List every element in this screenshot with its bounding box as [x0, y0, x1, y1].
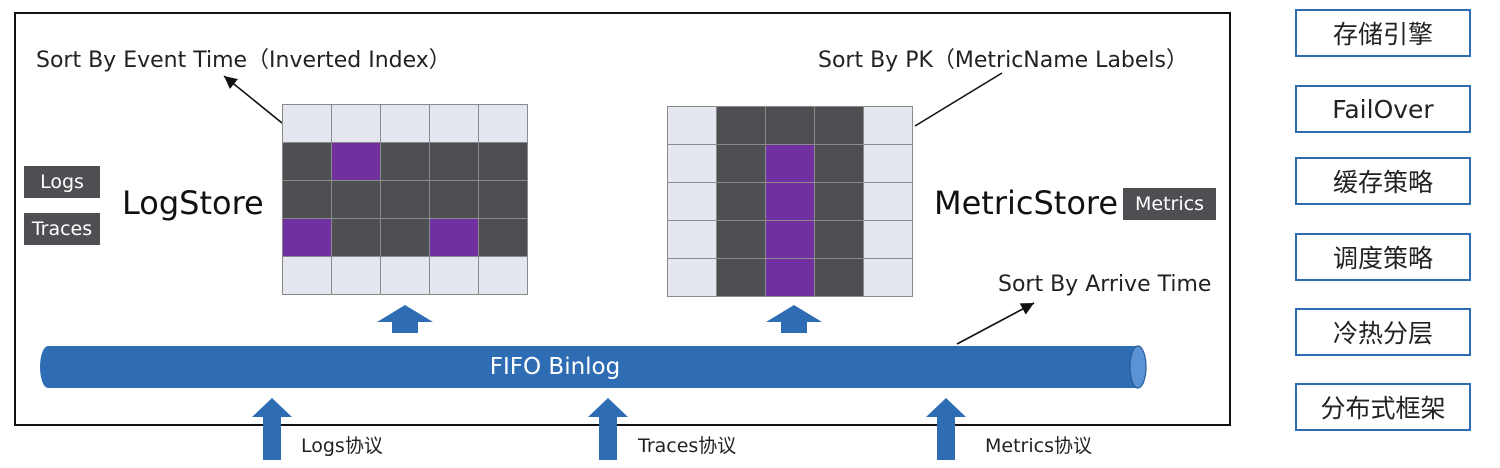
logstore-grid	[282, 104, 528, 295]
metricstore-cell-dark	[815, 183, 864, 221]
traces-protocol-label: Traces协议	[638, 435, 737, 457]
failover-button[interactable]: FailOver	[1295, 85, 1471, 133]
metricstore-cell-light	[864, 183, 913, 221]
metricstore-cell-light	[668, 145, 717, 183]
logstore-cell-light	[283, 105, 332, 143]
logstore-cell-purple	[332, 143, 381, 181]
metricstore-cell-light	[864, 145, 913, 183]
metricstore-cell-light	[864, 221, 913, 259]
metricstore-grid	[667, 106, 913, 297]
logstore-cell-light	[430, 105, 479, 143]
metricstore-cell-dark	[815, 107, 864, 145]
metricstore-cell-dark	[717, 259, 766, 297]
traces-tag: Traces	[24, 213, 100, 245]
metricstore-cell-light	[864, 107, 913, 145]
logstore-cell-dark	[283, 143, 332, 181]
logstore-cell-dark	[381, 219, 430, 257]
logstore-label: LogStore	[122, 184, 264, 222]
logstore-cell-dark	[479, 219, 528, 257]
binlog-label: FIFO Binlog	[489, 354, 621, 380]
logs-protocol-label: Logs协议	[301, 435, 383, 457]
metricstore-cell-purple	[766, 183, 815, 221]
metricstore-cell-dark	[815, 145, 864, 183]
logstore-cell-dark	[381, 143, 430, 181]
metricstore-cell-light	[668, 107, 717, 145]
metricstore-sort-label: Sort By PK（MetricName Labels）	[818, 48, 1188, 73]
metricstore-cell-light	[864, 259, 913, 297]
logstore-cell-light	[332, 257, 381, 295]
logstore-sort-label: Sort By Event Time（Inverted Index）	[36, 48, 451, 73]
logs-tag: Logs	[24, 166, 100, 198]
logstore-cell-light	[381, 257, 430, 295]
logstore-cell-dark	[381, 181, 430, 219]
metricstore-cell-dark	[717, 183, 766, 221]
logstore-cell-light	[332, 105, 381, 143]
metrics-protocol-label: Metrics协议	[985, 435, 1092, 457]
metricstore-cell-purple	[766, 145, 815, 183]
logstore-cell-dark	[479, 181, 528, 219]
metricstore-cell-purple	[766, 259, 815, 297]
metricstore-cell-dark	[766, 107, 815, 145]
logstore-cell-dark	[430, 143, 479, 181]
logstore-cell-purple	[283, 219, 332, 257]
metricstore-cell-dark	[815, 221, 864, 259]
binlog-sort-label: Sort By Arrive Time	[998, 272, 1212, 297]
logstore-cell-purple	[430, 219, 479, 257]
metricstore-cell-light	[668, 259, 717, 297]
logstore-cell-light	[430, 257, 479, 295]
tiered-storage-button[interactable]: 冷热分层	[1295, 308, 1471, 356]
metricstore-cell-dark	[717, 221, 766, 259]
logstore-cell-dark	[332, 181, 381, 219]
logstore-cell-light	[479, 257, 528, 295]
distributed-framework-button[interactable]: 分布式框架	[1295, 383, 1471, 431]
logstore-cell-dark	[430, 181, 479, 219]
metricstore-cell-dark	[717, 145, 766, 183]
metricstore-cell-dark	[815, 259, 864, 297]
metricstore-cell-purple	[766, 221, 815, 259]
metricstore-label: MetricStore	[934, 184, 1119, 222]
storage-engine-button[interactable]: 存储引擎	[1295, 9, 1471, 57]
metricstore-cell-light	[668, 221, 717, 259]
cache-policy-button[interactable]: 缓存策略	[1295, 157, 1471, 205]
metricstore-cell-dark	[717, 107, 766, 145]
logstore-cell-light	[479, 105, 528, 143]
scheduling-policy-button[interactable]: 调度策略	[1295, 233, 1471, 281]
logstore-cell-dark	[479, 143, 528, 181]
logstore-cell-dark	[332, 219, 381, 257]
metrics-tag: Metrics	[1123, 188, 1216, 220]
metricstore-cell-light	[668, 183, 717, 221]
logstore-cell-dark	[283, 181, 332, 219]
logstore-cell-light	[283, 257, 332, 295]
logstore-cell-light	[381, 105, 430, 143]
